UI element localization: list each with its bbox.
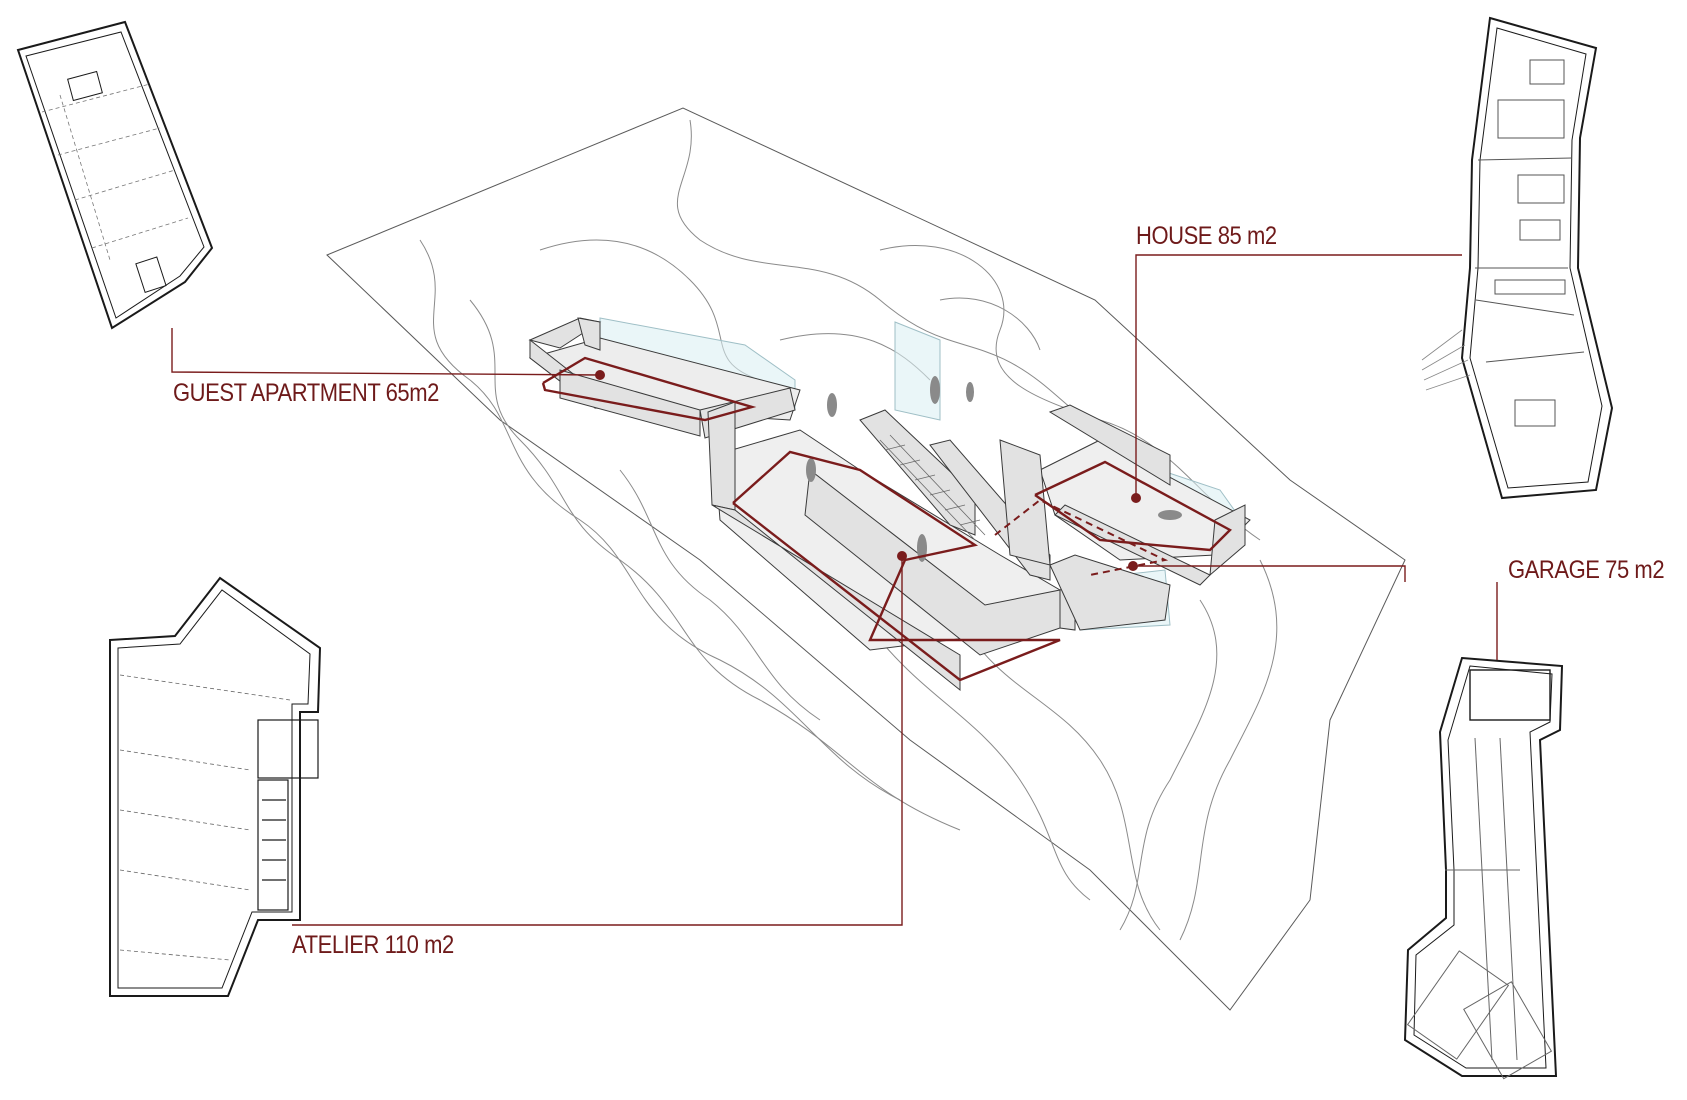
contour-line-10 <box>879 639 1091 901</box>
guest-wing-wall-rear <box>577 317 601 351</box>
leader-house <box>1135 254 1462 498</box>
people-figures <box>806 376 1182 562</box>
leader-lines <box>171 254 1498 926</box>
glass-volume-central <box>894 321 941 421</box>
guest-zone-outline <box>541 356 757 422</box>
contour-line-8 <box>1119 599 1218 931</box>
leader-garage <box>1133 565 1406 582</box>
label-house: HOUSE 85 m2 <box>1136 222 1277 250</box>
guest-wing-wall-front <box>559 369 701 437</box>
house-zone-outline <box>1034 460 1232 552</box>
contour-line-11 <box>619 469 821 721</box>
garage-zone-outline <box>994 498 1169 576</box>
label-atelier: ATELIER 110 m2 <box>292 931 454 959</box>
site-plot <box>326 107 1406 1011</box>
central-stair <box>879 434 986 541</box>
plan-guest-apartment <box>16 20 214 330</box>
contour-line-9 <box>959 619 1161 931</box>
leader-dots <box>595 370 1141 571</box>
contour-line-5 <box>879 245 1261 541</box>
garage-wall <box>1049 554 1171 631</box>
plan-house <box>1421 16 1614 500</box>
leader-guest <box>171 328 601 376</box>
house-wall-back <box>1048 404 1171 486</box>
atelier-wall-south <box>711 504 961 692</box>
contour-line-7 <box>1179 559 1278 941</box>
leader-atelier <box>292 556 903 926</box>
contour-line-2 <box>419 239 901 801</box>
contour-line-6 <box>939 297 1041 351</box>
house-wall-end <box>1209 504 1246 577</box>
atelier-wall-north <box>859 409 976 536</box>
site-boundary <box>326 107 1406 1011</box>
building-axonometric <box>528 317 1251 692</box>
plan-garage <box>1403 656 1564 1080</box>
label-garage: GARAGE 75 m2 <box>1508 556 1665 584</box>
plan-atelier <box>109 576 322 997</box>
contour-line-3 <box>469 299 961 831</box>
label-guest-apartment: GUEST APARTMENT 65m2 <box>173 379 439 407</box>
